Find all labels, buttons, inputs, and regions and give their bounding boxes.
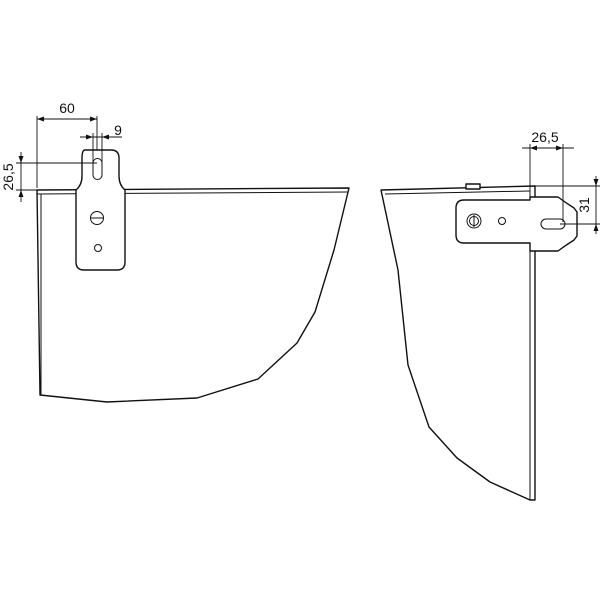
dim-label-60: 60 <box>59 100 75 116</box>
dim-label-31: 31 <box>576 197 592 213</box>
front-width-dimension: 60 <box>36 100 98 188</box>
front-height-dimension: 26,5 <box>0 152 97 202</box>
side-rim-line <box>384 190 531 195</box>
front-view: 60 9 26,5 <box>0 100 350 403</box>
dim-label-26-5-side: 26,5 <box>531 129 558 145</box>
front-slot-dimension: 9 <box>80 122 122 164</box>
side-body-outline <box>380 185 536 501</box>
side-slotted-screw-icon <box>466 213 482 229</box>
side-bracket <box>455 196 578 252</box>
side-height-dimension: 31 <box>535 176 600 234</box>
side-top-tab <box>465 183 481 190</box>
slotted-screw-icon <box>90 211 104 225</box>
round-hole-icon <box>94 244 102 252</box>
side-view: 26,5 31 <box>380 129 600 501</box>
front-keyhole-slot <box>92 158 103 180</box>
side-round-hole-icon <box>498 217 506 225</box>
dim-label-9: 9 <box>114 122 122 138</box>
side-width-dimension: 26,5 <box>522 129 574 222</box>
front-bracket <box>75 149 126 271</box>
dim-label-26-5-front: 26,5 <box>0 163 16 190</box>
